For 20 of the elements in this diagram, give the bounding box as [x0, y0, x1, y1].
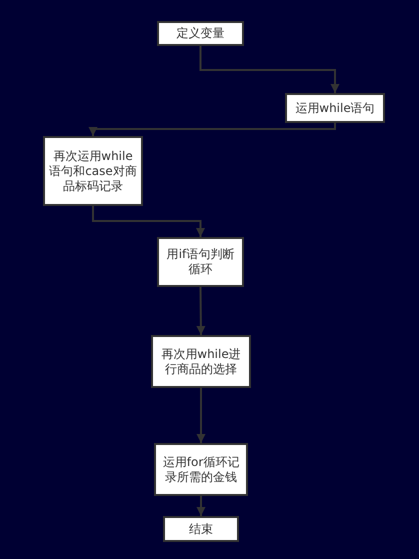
- step-text: 定义变量: [176, 26, 224, 41]
- process-box: [151, 335, 251, 388]
- arrow: [196, 286, 206, 336]
- process-box: [163, 516, 239, 542]
- step-text: 再次运用while语句和case对商品标码记录: [49, 148, 137, 194]
- step-text: 用if语句判断循环: [166, 247, 236, 277]
- arrow: [196, 388, 206, 443]
- step-text: 再次用while进行商品的选择: [160, 346, 242, 376]
- arrow: [196, 496, 206, 516]
- arrow: [88, 123, 336, 136]
- arrow: [200, 46, 340, 93]
- step-text: 运用while语句: [295, 100, 375, 116]
- process-box: [157, 21, 244, 46]
- step-text: 运用for循环记录所需的金钱: [162, 454, 240, 484]
- step-text: 结束: [189, 522, 213, 536]
- process-box: [285, 93, 385, 123]
- process-box: [157, 237, 244, 287]
- arrow: [92, 206, 205, 237]
- process-box: [154, 443, 248, 496]
- process-box: [43, 136, 143, 206]
